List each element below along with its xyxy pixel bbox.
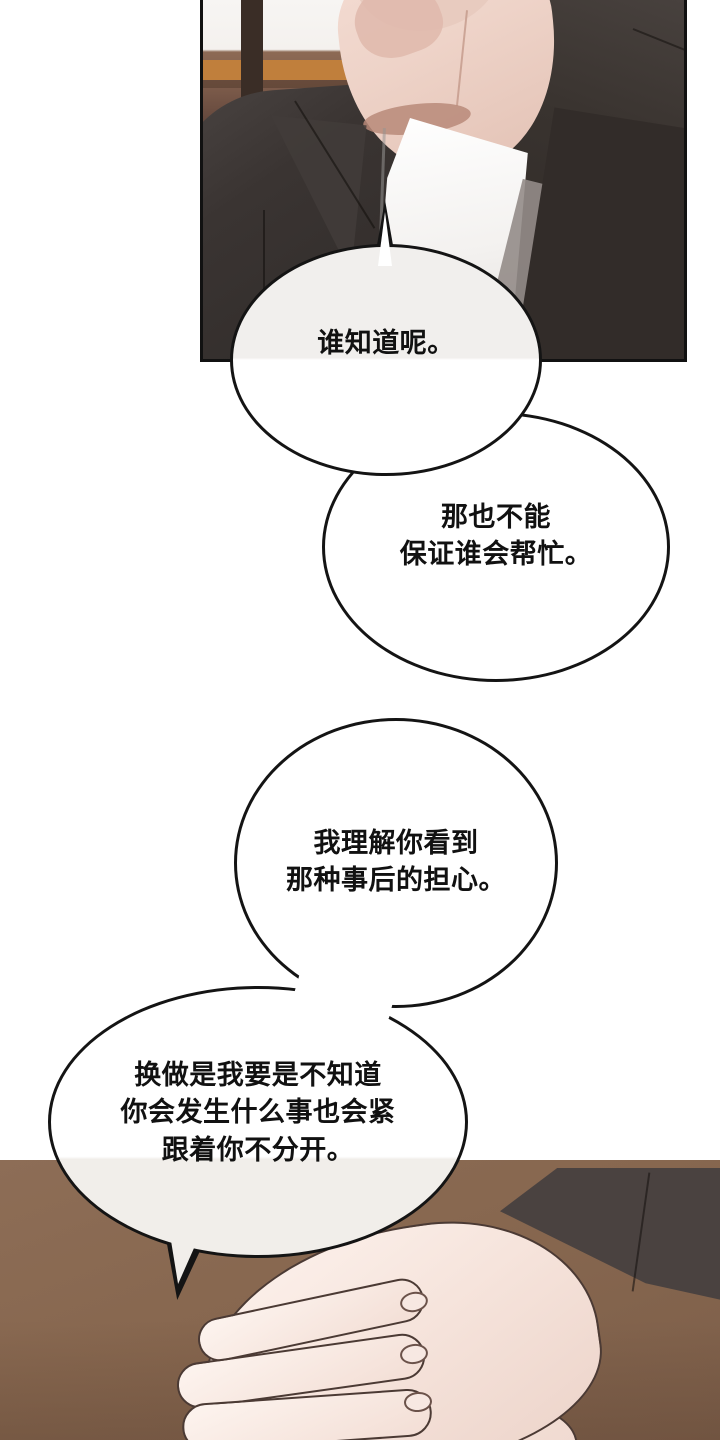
speech-bubble-3-text: 我理解你看到 那种事后的担心。: [286, 828, 506, 896]
speech-bubble-2-text: 那也不能 保证谁会帮忙。: [399, 502, 593, 570]
speech-bubble-4-text: 换做是我要是不知道 你会发生什么事也会紧 跟着你不分开。: [120, 1060, 396, 1165]
speech-bubble-1-text: 谁知道呢。: [317, 328, 455, 358]
comic-panel-bottom: [0, 1160, 720, 1440]
suit-cuff-line: [263, 210, 265, 340]
speech-bubble-4[interactable]: 换做是我要是不知道 你会发生什么事也会紧 跟着你不分开。: [48, 986, 468, 1258]
bubble-1-tail-fill: [378, 212, 392, 266]
speech-bubble-3[interactable]: 我理解你看到 那种事后的担心。: [234, 718, 558, 1008]
comic-panel-top: [200, 0, 687, 362]
